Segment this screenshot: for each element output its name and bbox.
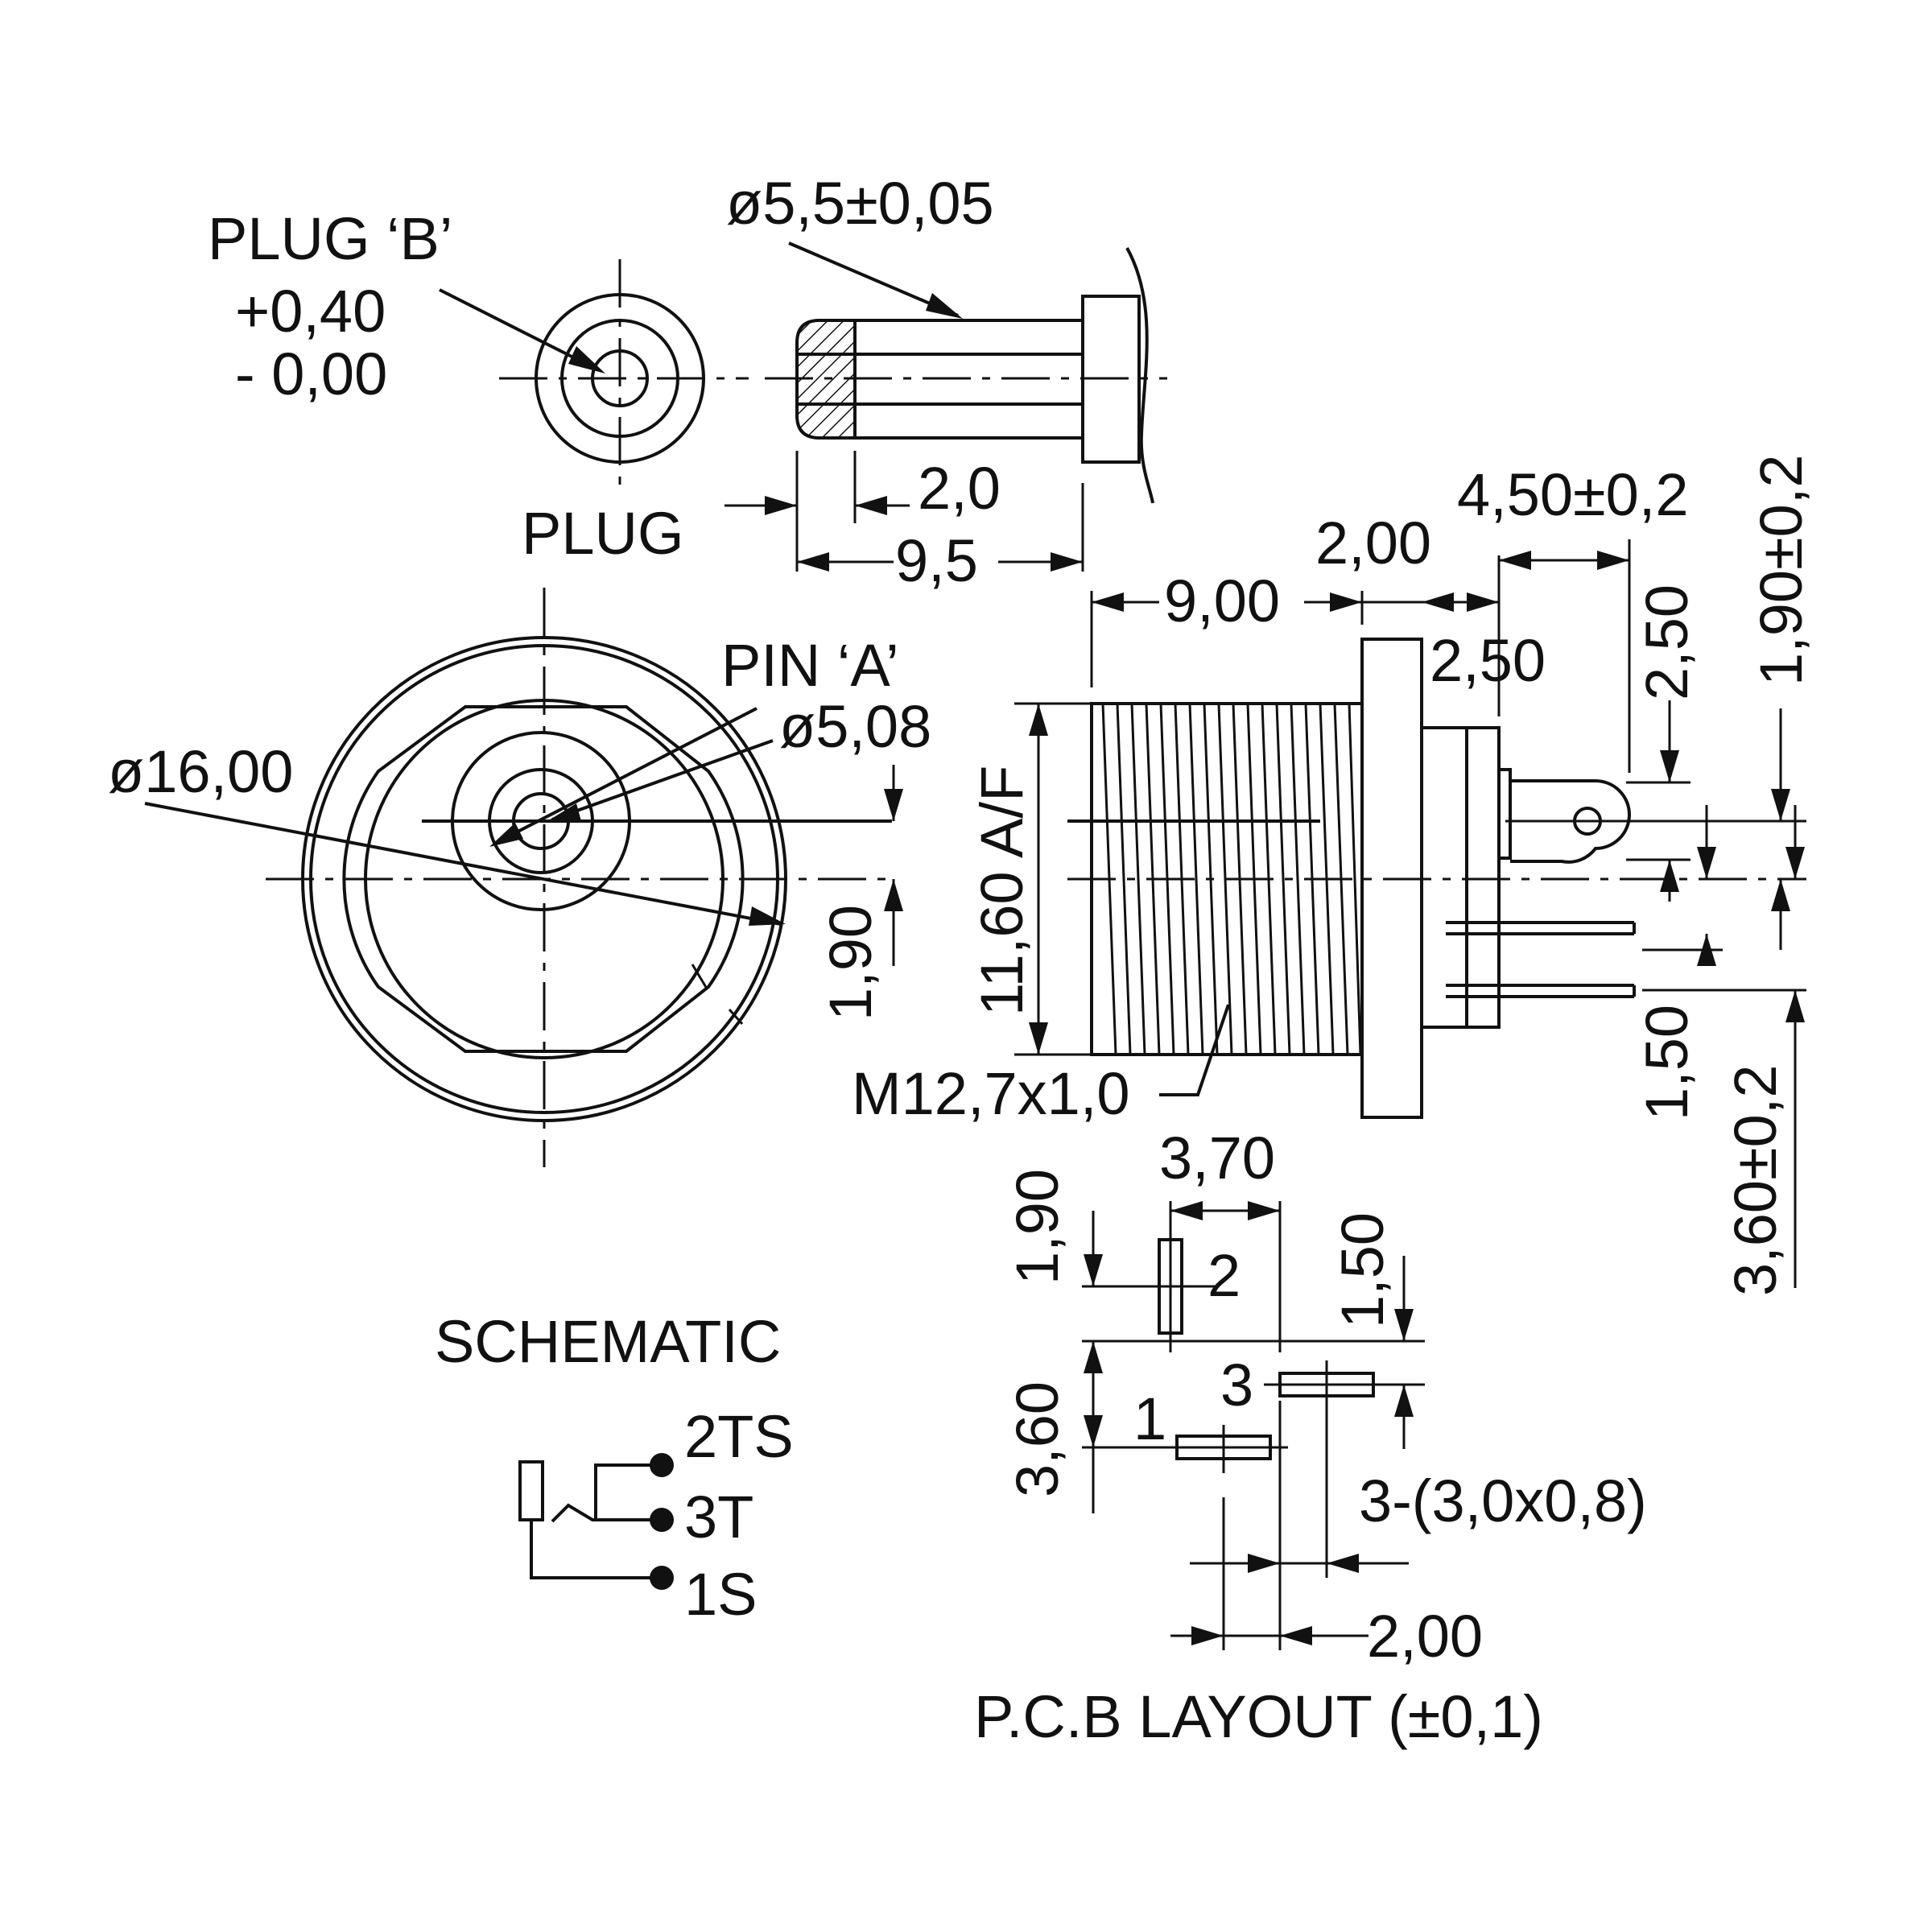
dim-2-50-vertical: 2,50 xyxy=(1633,584,1700,700)
pin-3t-label: 3T xyxy=(684,1484,753,1550)
pad-3-label: 3 xyxy=(1220,1352,1253,1418)
plug-side-view xyxy=(724,242,1167,572)
dim-2-00-top: 2,00 xyxy=(1315,510,1431,576)
body-diameter-label: ø16,00 xyxy=(108,738,293,805)
jack-front-view xyxy=(144,588,903,1167)
dim-1-50-pcb: 1,50 xyxy=(1329,1212,1396,1328)
tolerance-minus: - 0,00 xyxy=(235,341,387,407)
dim-3-60-side: 3,60±0,2 xyxy=(1722,1064,1789,1296)
pin-2ts-label: 2TS xyxy=(684,1403,794,1470)
dim-3-70: 3,70 xyxy=(1159,1125,1275,1191)
dim-1-50-side: 1,50 xyxy=(1633,1005,1700,1121)
thread-label: M12,7x1,0 xyxy=(852,1060,1130,1127)
pin-a-label: PIN ‘A’ xyxy=(721,632,899,699)
plug-label: PLUG xyxy=(522,500,684,567)
pad-2-label: 2 xyxy=(1208,1242,1241,1309)
pcb-layout-title: P.C.B LAYOUT (±0,1) xyxy=(974,1683,1543,1750)
dim-2-50-horizontal: 2,50 xyxy=(1430,627,1546,694)
dim-4-50: 4,50±0,2 xyxy=(1457,461,1689,528)
plug-diameter-label: ø5,5±0,05 xyxy=(726,170,994,237)
dim-9-00: 9,00 xyxy=(1164,568,1280,634)
dim-9-5: 9,5 xyxy=(895,527,978,594)
jack-side-view xyxy=(1014,539,1806,1288)
pin-diameter-label: ø5,08 xyxy=(779,693,931,760)
dim-1-90-pcb: 1,90 xyxy=(1004,1169,1071,1285)
pad-1-label: 1 xyxy=(1133,1385,1166,1452)
tolerance-plus: +0,40 xyxy=(235,278,386,345)
dim-2-00-pcb: 2,00 xyxy=(1367,1603,1483,1670)
plug-b-label: PLUG ‘B’ xyxy=(208,205,452,272)
pcb-layout xyxy=(1082,1201,1425,1650)
schematic xyxy=(518,1453,674,1590)
dim-1-90-front: 1,90 xyxy=(817,905,884,1021)
dim-1-90-side: 1,90±0,2 xyxy=(1748,454,1814,686)
schematic-title: SCHEMATIC xyxy=(435,1308,781,1375)
slot-size-label: 3-(3,0x0,8) xyxy=(1359,1468,1647,1534)
pin-1s-label: 1S xyxy=(684,1561,758,1628)
plug-end-view xyxy=(439,259,749,491)
dim-3-60-pcb: 3,60 xyxy=(1004,1381,1071,1497)
dim-2-0: 2,0 xyxy=(918,455,1001,522)
dim-11-60-af: 11,60 A/F xyxy=(968,766,1035,1016)
